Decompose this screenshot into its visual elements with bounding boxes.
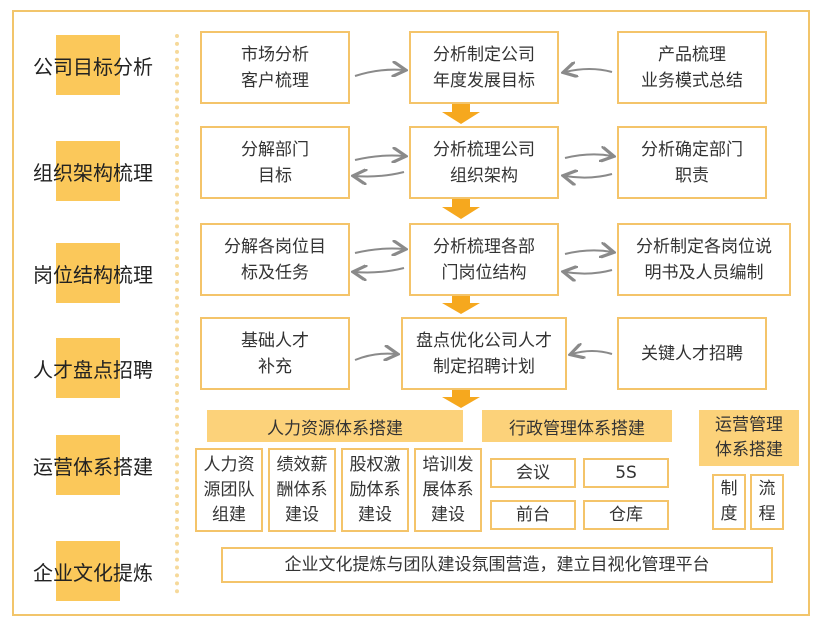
arrow-r1-right-to-center — [565, 69, 613, 72]
box-training: 培训发 展体系 建设 — [414, 448, 482, 532]
row-label-operations: 运营体系搭建 — [18, 435, 168, 495]
arrow-r3-center-to-left — [355, 268, 405, 273]
down-arrow-1 — [442, 104, 480, 124]
down-arrow-2 — [442, 199, 480, 219]
arrow-r2-center-to-right — [564, 154, 612, 158]
ops-system-title: 运营管理 体系搭建 — [699, 410, 799, 466]
arrow-r4-left-to-center — [354, 354, 396, 360]
dotted-divider — [175, 34, 179, 594]
box-dept-goal: 分解部门 目标 — [200, 126, 350, 199]
box-reception: 前台 — [490, 500, 576, 530]
row-label-position-structure: 岗位结构梳理 — [18, 243, 168, 303]
box-key-talent: 关键人才招聘 — [617, 317, 767, 390]
down-arrow-3 — [442, 296, 480, 314]
box-position-structure: 分析梳理各部 门岗位结构 — [409, 223, 559, 296]
box-hr-team: 人力资 源团队 组建 — [195, 448, 263, 532]
box-5s: 5S — [583, 458, 669, 488]
box-culture: 企业文化提炼与团队建设氛围营造，建立目视化管理平台 — [221, 547, 773, 583]
arrow-r2-center-to-left — [355, 172, 405, 177]
arrow-r1-left-to-center — [354, 70, 404, 76]
down-arrow-4 — [442, 390, 480, 408]
arrow-r4-right-to-center — [572, 351, 613, 354]
admin-system-title: 行政管理体系搭建 — [482, 410, 672, 442]
box-dept-duties: 分析确定部门 职责 — [617, 126, 767, 199]
label-highlight — [56, 141, 120, 201]
box-annual-goal: 分析制定公司 年度发展目标 — [409, 31, 559, 104]
row-label-talent-recruit: 人才盘点招聘 — [18, 338, 168, 398]
arrow-r3-center-to-right — [564, 250, 612, 254]
box-meeting: 会议 — [490, 458, 576, 488]
arrow-r3-left-to-center — [354, 249, 404, 254]
arrow-r2-left-to-center — [354, 156, 404, 161]
box-warehouse: 仓库 — [583, 500, 669, 530]
arrow-r3-right-to-center — [565, 270, 613, 274]
row-label-org-structure: 组织架构梳理 — [18, 141, 168, 201]
box-org-structure: 分析梳理公司 组织架构 — [409, 126, 559, 199]
box-talent-plan: 盘点优化公司人才 制定招聘计划 — [401, 317, 567, 390]
label-highlight — [56, 541, 120, 601]
row-label-company-goal: 公司目标分析 — [18, 35, 168, 95]
label-highlight — [56, 35, 120, 95]
box-market-analysis: 市场分析 客户梳理 — [200, 31, 350, 104]
box-position-goal: 分解各岗位目 标及任务 — [200, 223, 350, 296]
diagram-frame — [12, 10, 810, 616]
arrow-r2-right-to-center — [565, 174, 613, 178]
label-highlight — [56, 243, 120, 303]
box-system-rules: 制 度 — [712, 474, 746, 530]
box-product-review: 产品梳理 业务模式总结 — [617, 31, 767, 104]
box-equity-incentive: 股权激 励体系 建设 — [341, 448, 409, 532]
label-highlight — [56, 435, 120, 495]
box-process: 流 程 — [750, 474, 784, 530]
label-highlight — [56, 338, 120, 398]
box-basic-talent: 基础人才 补充 — [200, 317, 350, 390]
hr-system-title: 人力资源体系搭建 — [207, 410, 463, 442]
row-label-culture: 企业文化提炼 — [18, 541, 168, 601]
box-performance-pay: 绩效薪 酬体系 建设 — [268, 448, 336, 532]
box-job-description: 分析制定各岗位说 明书及人员编制 — [617, 223, 791, 296]
